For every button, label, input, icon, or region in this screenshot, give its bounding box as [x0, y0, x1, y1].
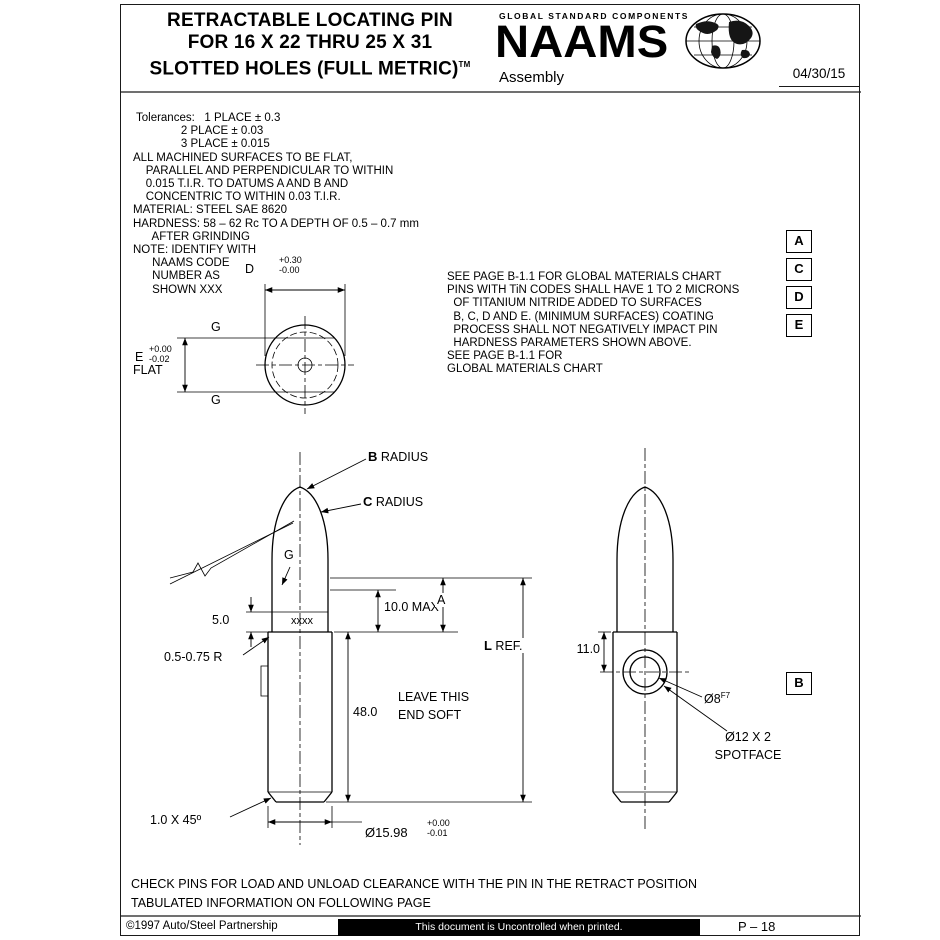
cross-hole-circle	[629, 656, 661, 688]
c-radius-label: C RADIUS	[363, 494, 424, 509]
uncontrolled-banner: This document is Uncontrolled when print…	[338, 919, 700, 936]
top-view-center-hole	[297, 357, 313, 373]
assembly-label: Assembly	[499, 69, 565, 86]
datum-box-c: C	[786, 258, 812, 281]
side-head-outline	[616, 486, 674, 632]
spotface-label: Ø12 X 2 SPOTFACE	[714, 730, 782, 762]
datum-box-b: B	[786, 672, 812, 695]
top-view	[177, 284, 354, 414]
hole-diameter-label: Ø8F7	[704, 691, 731, 707]
g-surface-label: G	[284, 548, 294, 562]
trademark: TM	[458, 60, 471, 69]
flat-label: FLAT	[133, 363, 163, 377]
retainer-notch	[260, 665, 268, 697]
pin-diameter-tolerance: +0.00 -0.01	[427, 818, 450, 838]
materials-note: SEE PAGE B-1.1 FOR GLOBAL MATERIALS CHAR…	[447, 271, 740, 376]
footer-copyright: ©1997 Auto/Steel Partnership	[126, 920, 278, 932]
datum-box-e: E	[786, 314, 812, 337]
pin-diameter-label: Ø15.98	[365, 825, 408, 840]
dim-d-label: D	[245, 262, 255, 276]
bottom-notes: CHECK PINS FOR LOAD AND UNLOAD CLEARANCE…	[131, 877, 698, 910]
l-ref-label: L REF.	[482, 638, 525, 653]
title-line-1: RETRACTABLE LOCATING PIN	[167, 10, 453, 31]
dim-11-label: 11.0	[576, 642, 600, 656]
top-view-inner-circle	[271, 331, 339, 399]
dim-5-label: 5.0	[212, 613, 230, 627]
spotface-leader	[663, 685, 728, 732]
dim-e-tolerance: +0.00 -0.02	[149, 344, 172, 364]
datum-box-d: D	[786, 286, 812, 309]
title-block: RETRACTABLE LOCATING PIN FOR 16 X 22 THR…	[124, 10, 496, 80]
b-radius-label: B RADIUS	[368, 449, 429, 464]
general-notes: Tolerances: 1 PLACE ± 0.3 2 PLACE ± 0.03…	[133, 112, 419, 296]
revision-date: 04/30/15	[792, 66, 846, 81]
revision-date-underline	[779, 86, 859, 87]
dim-d-tolerance: +0.30 -0.00	[279, 255, 302, 275]
c-radius-leader	[320, 503, 362, 514]
fillet-radius-label: 0.5-0.75 R	[164, 650, 223, 664]
flat-g-top-label: G	[211, 320, 221, 334]
page-number: P – 18	[738, 919, 776, 934]
title-line-3: SLOTTED HOLES (FULL METRIC)TM	[149, 58, 471, 80]
brand-logo: NAAMS	[495, 16, 669, 67]
globe-icon	[685, 13, 761, 69]
fillet-leader	[242, 636, 270, 656]
front-view	[169, 452, 532, 845]
front-head-outline	[271, 486, 329, 632]
dim-e-label: E	[135, 350, 144, 364]
side-view	[598, 448, 728, 832]
flat-g-bottom-label: G	[211, 393, 221, 407]
b-radius-leader	[306, 458, 367, 490]
dim-48-label: 48.0	[353, 705, 378, 719]
chamfer-leader	[229, 797, 272, 818]
dim-a-label: A	[435, 593, 448, 607]
top-view-outer-circle	[264, 324, 346, 406]
chamfer-label: 1.0 X 45º	[150, 813, 202, 827]
g-leader	[281, 566, 291, 586]
hole-leader	[658, 677, 703, 698]
datum-box-a: A	[786, 230, 812, 253]
marking-xxxx: xxxx	[291, 615, 313, 627]
brand-tagline: GLOBAL STANDARD COMPONENTS	[499, 11, 690, 21]
dim-10-max-label: 10.0 MAX	[384, 600, 439, 614]
title-line-2: FOR 16 X 22 THRU 25 X 31	[187, 32, 433, 53]
spotface-circle	[622, 649, 668, 695]
leave-soft-note: LEAVE THIS END SOFT	[398, 690, 470, 722]
